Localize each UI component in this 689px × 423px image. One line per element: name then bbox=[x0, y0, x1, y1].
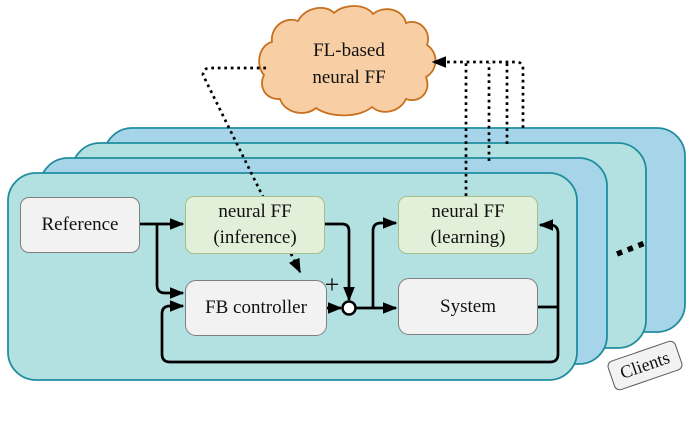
neural-ff-learning-line1: neural FF bbox=[431, 201, 505, 222]
arrow-inference-to-junction bbox=[325, 222, 355, 302]
system-label: System bbox=[440, 295, 496, 317]
fl-cloud-label: FL-based neural FF bbox=[285, 37, 413, 91]
reference-label: Reference bbox=[41, 214, 119, 235]
fl-cloud-label-line2: neural FF bbox=[312, 67, 386, 88]
neural-ff-learning-line2: (learning) bbox=[430, 227, 506, 248]
client-cards-stack bbox=[7, 127, 686, 381]
system-block: System bbox=[398, 278, 538, 335]
neural-ff-learning-block: neural FF (learning) bbox=[398, 196, 538, 254]
fl-cloud-shape bbox=[258, 5, 437, 117]
neural-ff-inference-block: neural FF (inference) bbox=[185, 196, 325, 254]
neural-ff-inference-line1: neural FF bbox=[218, 201, 292, 222]
signal-lines bbox=[140, 217, 560, 364]
neural-ff-inference-line2: (inference) bbox=[213, 227, 297, 248]
arrow-feedback-to-fb bbox=[160, 300, 560, 364]
dotted-arrow-clients-to-cloud bbox=[431, 56, 525, 128]
reference-block: Reference bbox=[20, 197, 140, 253]
ellipsis-dots-icon bbox=[615, 240, 647, 257]
fb-controller-block: FB controller bbox=[185, 280, 327, 336]
arrow-input-to-learning bbox=[371, 217, 398, 308]
summing-junction bbox=[341, 300, 357, 316]
arrow-reference-to-fb bbox=[155, 224, 185, 299]
dotted-arrow-cloud-to-client bbox=[201, 66, 302, 274]
fb-controller-label: FB controller bbox=[205, 297, 307, 318]
arrow-output-to-learning bbox=[538, 219, 560, 307]
fl-cloud-label-line1: FL-based bbox=[313, 40, 385, 61]
fl-dotted-links bbox=[201, 56, 525, 274]
junction-plus-sign: + bbox=[324, 270, 340, 299]
